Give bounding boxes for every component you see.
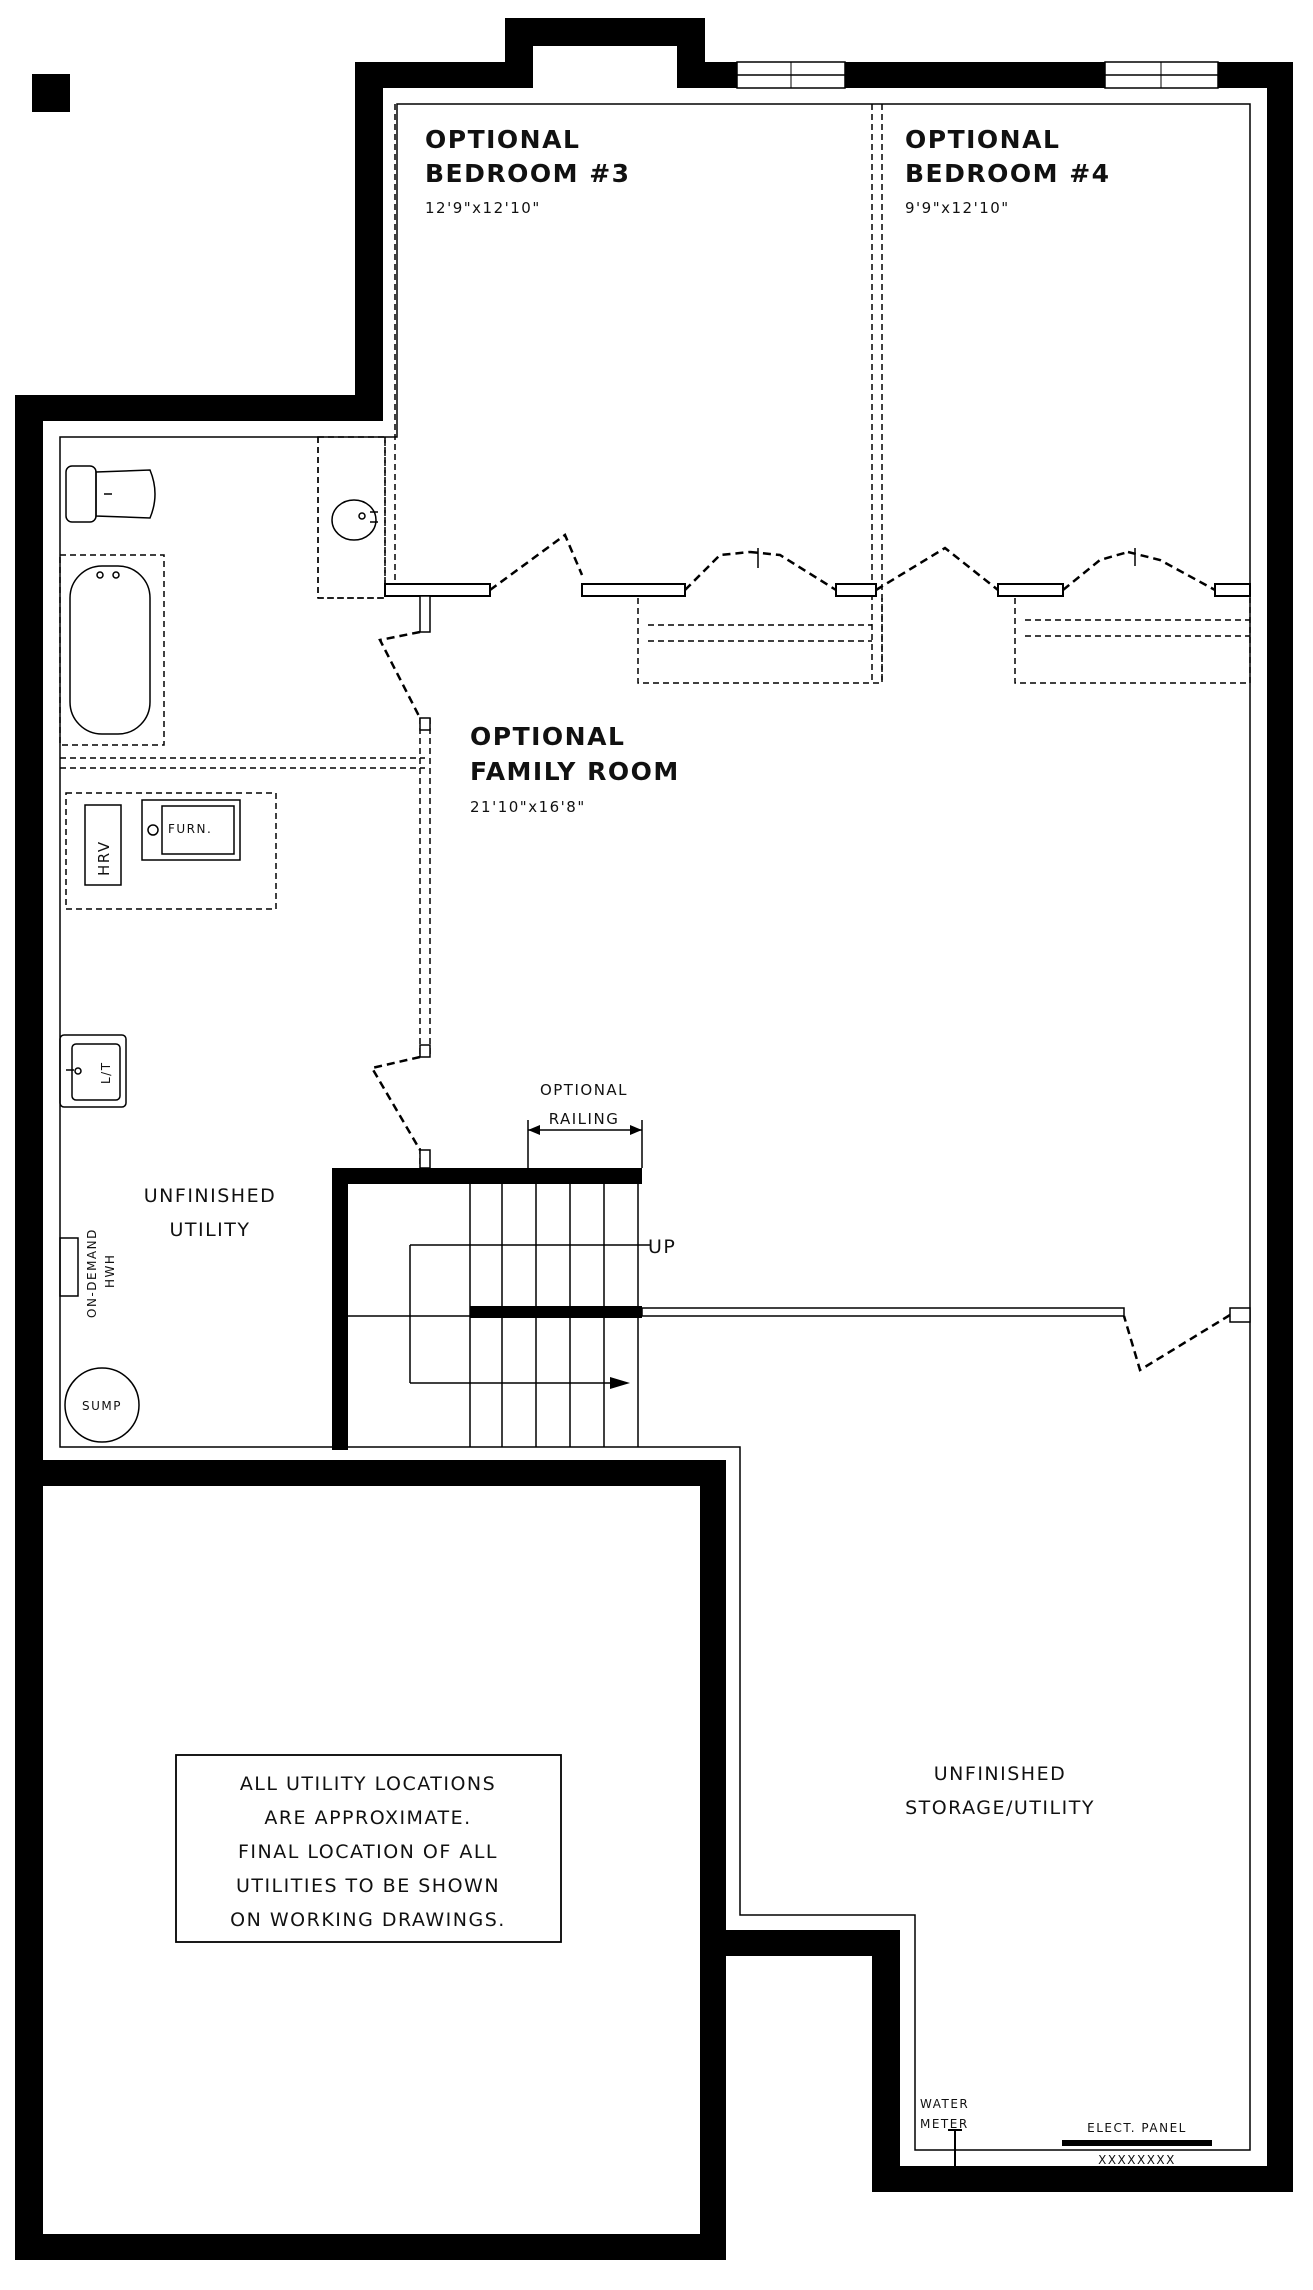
water-meter-line1: WATER bbox=[920, 2097, 969, 2111]
railing-line1: OPTIONAL bbox=[540, 1081, 628, 1099]
laundry-tub: L/T bbox=[59, 1034, 127, 1108]
bedroom-4-dims: 9'9"x12'10" bbox=[905, 199, 1010, 217]
utility-line2: UTILITY bbox=[169, 1219, 250, 1241]
window-left bbox=[736, 61, 846, 89]
family-room-label: OPTIONAL FAMILY ROOM 21'10"x16'8" bbox=[470, 722, 680, 816]
bedroom-4-line2: BEDROOM #4 bbox=[905, 159, 1111, 188]
door-swings bbox=[370, 533, 1231, 1372]
utility-label: UNFINISHED UTILITY bbox=[144, 1185, 276, 1241]
hrv-label: HRV bbox=[95, 840, 113, 876]
stair-direction: UP bbox=[648, 1236, 676, 1258]
elect-panel-mark: XXXXXXXX bbox=[1098, 2153, 1176, 2167]
sump-pit: SUMP bbox=[64, 1367, 140, 1443]
hrv-unit: HRV bbox=[84, 804, 122, 886]
note-line-2: ARE APPROXIMATE. bbox=[264, 1807, 471, 1829]
bedroom-3-line2: BEDROOM #3 bbox=[425, 159, 631, 188]
sump-label: SUMP bbox=[82, 1399, 122, 1413]
bedroom-3-label: OPTIONAL BEDROOM #3 12'9"x12'10" bbox=[425, 125, 631, 217]
window-right bbox=[1104, 61, 1219, 89]
optional-walls bbox=[60, 104, 1251, 1168]
bedroom-4-line1: OPTIONAL bbox=[905, 125, 1060, 154]
toilet bbox=[65, 465, 156, 523]
storage-label: UNFINISHED STORAGE/UTILITY bbox=[905, 1763, 1095, 1819]
bedroom-4-label: OPTIONAL BEDROOM #4 9'9"x12'10" bbox=[905, 125, 1111, 217]
bedroom-3-line1: OPTIONAL bbox=[425, 125, 580, 154]
laundry-tub-label: L/T bbox=[99, 1061, 113, 1084]
railing-line2: RAILING bbox=[549, 1110, 620, 1128]
mechanical-area bbox=[65, 792, 277, 910]
railing-label: OPTIONAL RAILING bbox=[540, 1081, 628, 1128]
water-heater-label-1: ON-DEMAND bbox=[85, 1228, 99, 1318]
stairs bbox=[348, 1184, 650, 1447]
family-room-line2: FAMILY ROOM bbox=[470, 757, 680, 786]
stair-walls bbox=[332, 1168, 1125, 1450]
utility-line1: UNFINISHED bbox=[144, 1185, 276, 1207]
storage-line2: STORAGE/UTILITY bbox=[905, 1797, 1095, 1819]
water-heater: ON-DEMAND HWH bbox=[59, 1228, 117, 1318]
bathroom-sink bbox=[317, 436, 386, 599]
exterior-walls bbox=[15, 18, 1293, 2260]
note-line-1: ALL UTILITY LOCATIONS bbox=[240, 1773, 496, 1795]
note-line-4: UTILITIES TO BE SHOWN bbox=[236, 1875, 500, 1897]
corner-marker bbox=[32, 74, 70, 112]
note-line-5: ON WORKING DRAWINGS. bbox=[230, 1909, 506, 1931]
storage-line1: UNFINISHED bbox=[934, 1763, 1066, 1785]
utility-note: ALL UTILITY LOCATIONS ARE APPROXIMATE. F… bbox=[175, 1754, 562, 1943]
note-line-3: FINAL LOCATION OF ALL bbox=[238, 1841, 498, 1863]
furnace: FURN. bbox=[141, 799, 241, 861]
family-room-dims: 21'10"x16'8" bbox=[470, 798, 586, 816]
water-heater-label-2: HWH bbox=[103, 1254, 117, 1288]
bathtub bbox=[59, 554, 165, 746]
water-meter-line2: METER bbox=[920, 2117, 969, 2131]
water-meter bbox=[948, 2129, 962, 2166]
furnace-label: FURN. bbox=[168, 822, 212, 836]
wall-stubs bbox=[384, 583, 1251, 1323]
electrical-panel bbox=[1062, 2140, 1212, 2146]
bedroom-3-dims: 12'9"x12'10" bbox=[425, 199, 541, 217]
family-room-line1: OPTIONAL bbox=[470, 722, 625, 751]
railing-dimension bbox=[527, 1120, 643, 1168]
elect-panel-label: ELECT. PANEL bbox=[1087, 2121, 1187, 2135]
